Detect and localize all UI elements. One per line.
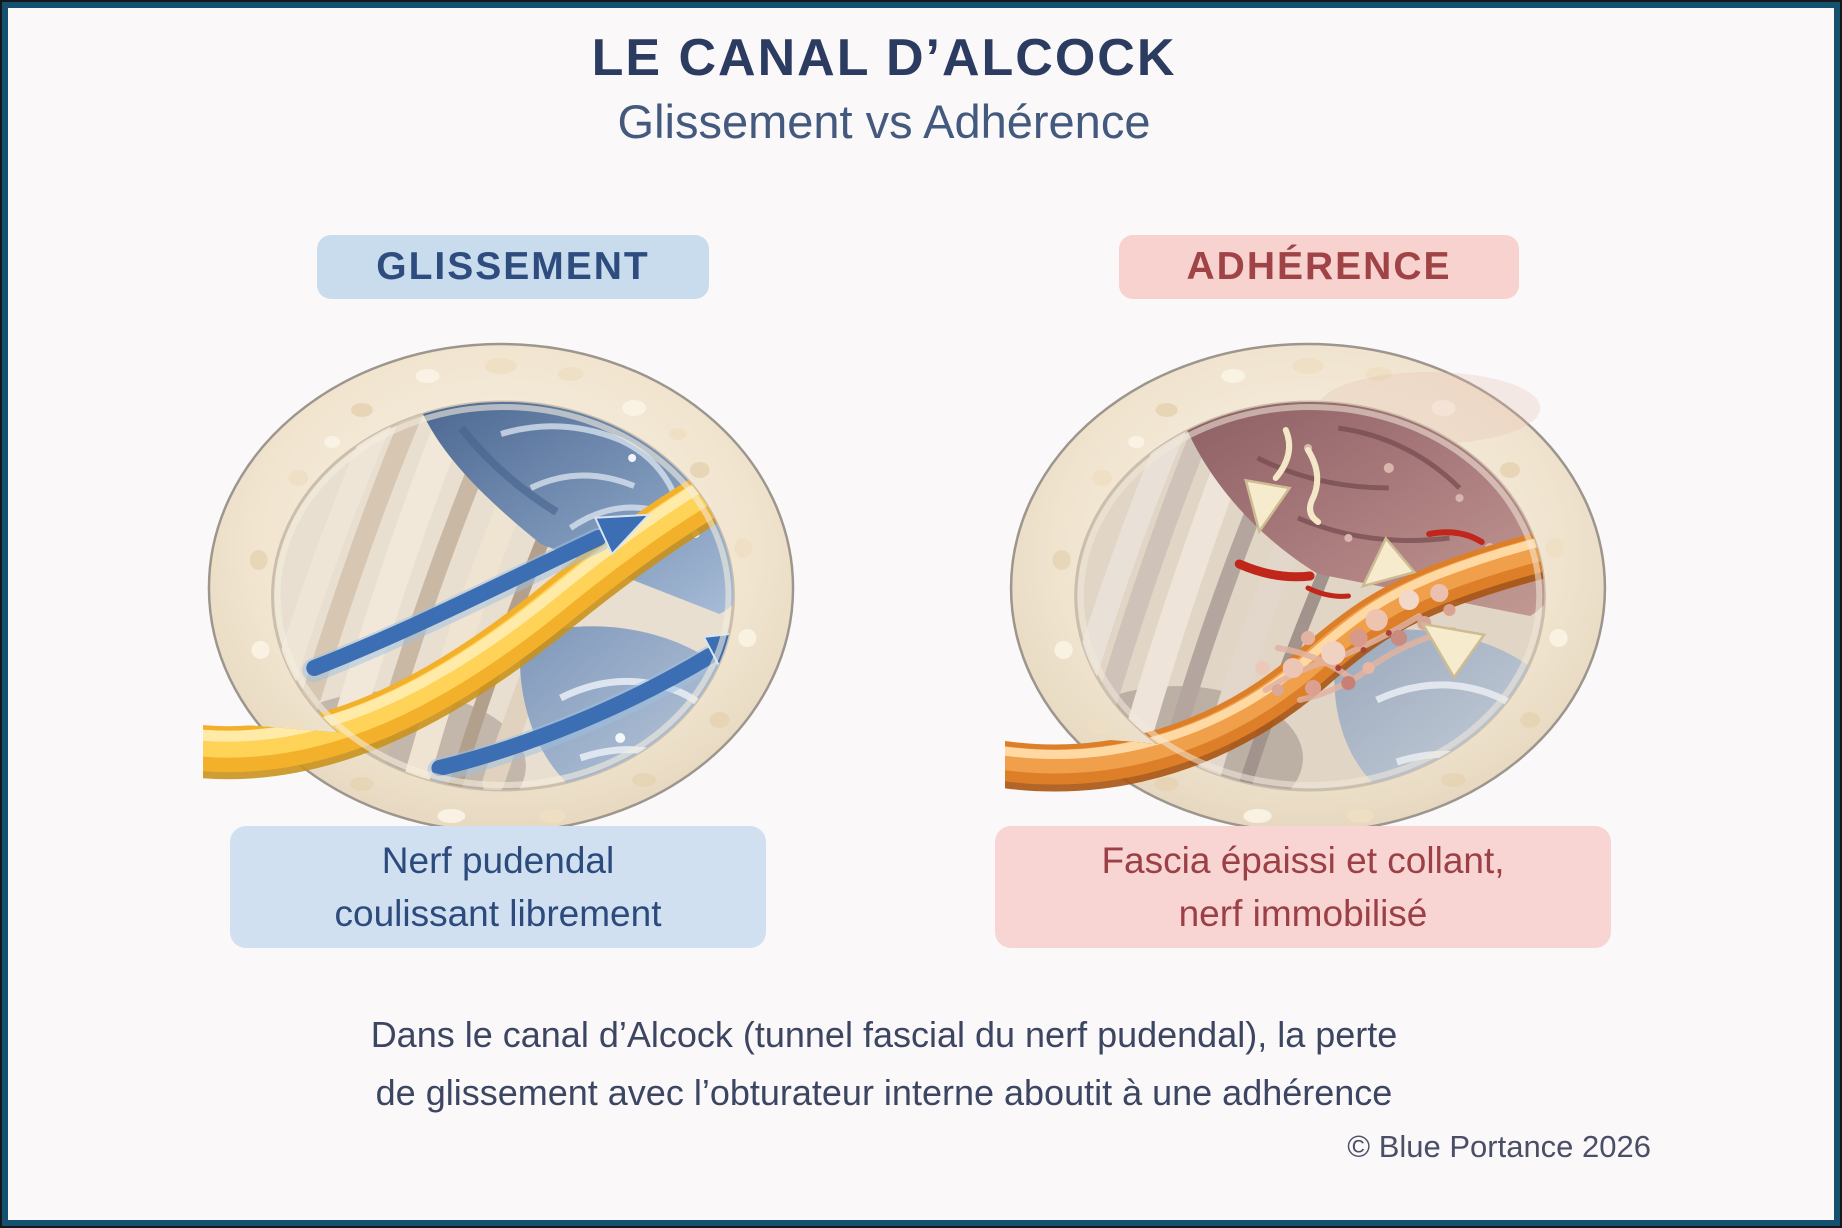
adhesion-tissue bbox=[1255, 584, 1457, 703]
page-subtitle: Glissement vs Adhérence bbox=[617, 95, 1151, 148]
caption-line: nerf immobilisé bbox=[1178, 893, 1428, 934]
page-title: LE CANAL D’ALCOCK bbox=[591, 29, 1177, 87]
caption-line: Nerf pudendal bbox=[381, 840, 615, 881]
adherence-illustration bbox=[1005, 342, 1607, 834]
glissement-illustration bbox=[203, 342, 795, 834]
copyright-credit: © Blue Portance 2026 bbox=[1347, 1129, 1651, 1164]
caption-line: coulissant librement bbox=[334, 893, 662, 934]
explanation-line: de glissement avec l’obturateur interne … bbox=[375, 1072, 1393, 1113]
inflammation-marks bbox=[1234, 529, 1485, 599]
caption-line: Fascia épaissi et collant, bbox=[1101, 840, 1505, 881]
bone-texture bbox=[1052, 358, 1568, 823]
adherence-caption: Fascia épaissi et collant, nerf immobili… bbox=[995, 826, 1611, 948]
bone-texture bbox=[249, 358, 757, 823]
adherence-badge: ADHÉRENCE bbox=[1119, 235, 1519, 299]
explanation-line: Dans le canal d’Alcock (tunnel fascial d… bbox=[370, 1014, 1398, 1055]
glide-arrow-icon bbox=[302, 513, 652, 682]
adhesion-arrowhead-icon bbox=[1244, 478, 1487, 680]
explanation-text: Dans le canal d’Alcock (tunnel fascial d… bbox=[2, 1006, 1766, 1122]
glissement-badge: GLISSEMENT bbox=[317, 235, 709, 299]
adhesion-pointer-line bbox=[1272, 427, 1322, 525]
glissement-caption: Nerf pudendal coulissant librement bbox=[230, 826, 766, 948]
fascia-tissue-top bbox=[415, 402, 734, 614]
